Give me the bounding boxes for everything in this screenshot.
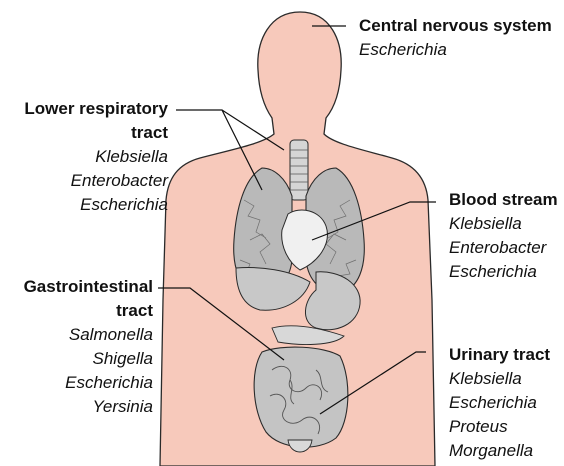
urinary-organism: Klebsiella [449,367,550,391]
gi-organism: Escherichia [24,371,153,395]
label-gastrointestinal-tract: Gastrointestinal tract Salmonella Shigel… [24,275,153,419]
lower-respiratory-organism: Klebsiella [24,145,168,169]
trachea [290,140,308,200]
cns-organism: Escherichia [359,38,552,62]
lower-respiratory-title-line2: tract [24,121,168,145]
lower-respiratory-title-line1: Lower respiratory [24,97,168,121]
blood-organism: Escherichia [449,260,558,284]
label-central-nervous-system: Central nervous system Escherichia [359,14,552,62]
cns-title: Central nervous system [359,14,552,38]
lower-respiratory-organism: Enterobacter [24,169,168,193]
gi-organism: Salmonella [24,323,153,347]
label-blood-stream: Blood stream Klebsiella Enterobacter Esc… [449,188,558,284]
blood-organism: Enterobacter [449,236,558,260]
gi-organism: Shigella [24,347,153,371]
gi-organism: Yersinia [24,395,153,419]
urinary-title: Urinary tract [449,343,550,367]
label-lower-respiratory-tract: Lower respiratory tract Klebsiella Enter… [24,97,168,217]
blood-title: Blood stream [449,188,558,212]
label-urinary-tract: Urinary tract Klebsiella Escherichia Pro… [449,343,550,463]
urinary-organism: Escherichia [449,391,550,415]
gi-title-line1: Gastrointestinal [24,275,153,299]
blood-organism: Klebsiella [449,212,558,236]
intestines [254,347,348,447]
urinary-organism: Morganella [449,439,550,463]
gi-title-line2: tract [24,299,153,323]
urinary-organism: Proteus [449,415,550,439]
lower-respiratory-organism: Escherichia [24,193,168,217]
